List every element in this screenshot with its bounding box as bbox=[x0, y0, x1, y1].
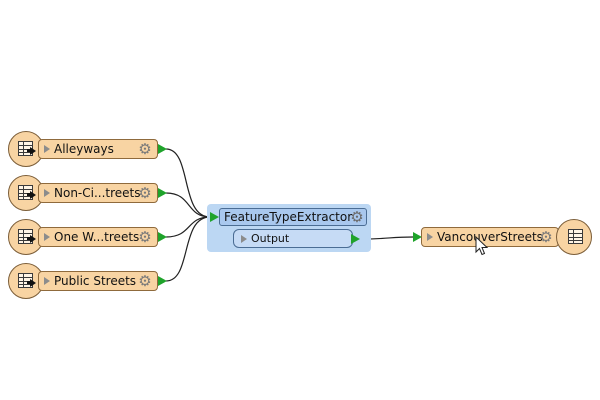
gear-icon[interactable]: ⚙ bbox=[350, 208, 364, 226]
expand-triangle-icon[interactable] bbox=[44, 189, 50, 197]
feature-type-label: Alleyways bbox=[54, 142, 114, 156]
output-port-non-city-streets[interactable] bbox=[158, 188, 167, 198]
connection-one-way-streets[interactable] bbox=[165, 216, 211, 238]
gear-icon[interactable]: ⚙ bbox=[138, 272, 152, 290]
connection-non-city-streets[interactable] bbox=[165, 192, 211, 218]
transformer-name: FeatureTypeExtractor bbox=[224, 210, 353, 224]
gear-icon[interactable]: ⚙ bbox=[539, 228, 553, 246]
mouse-pointer-icon bbox=[475, 236, 489, 256]
transformer-input-port[interactable] bbox=[210, 212, 219, 222]
reader-feature-type-public-streets[interactable]: Public Streets ⚙ bbox=[38, 271, 158, 291]
transformer-output-port[interactable] bbox=[351, 234, 360, 244]
connection-alleyways[interactable] bbox=[165, 148, 211, 218]
expand-triangle-icon[interactable] bbox=[44, 233, 50, 241]
feature-type-label: One W...treets bbox=[54, 230, 140, 244]
expand-triangle-icon[interactable] bbox=[427, 233, 433, 241]
output-port-one-way-streets[interactable] bbox=[158, 232, 167, 242]
feature-type-label: VancouverStreets bbox=[437, 230, 543, 244]
writer-feature-type-vancouverstreets[interactable]: VancouverStreets ⚙ bbox=[421, 227, 559, 247]
writer-input-port[interactable] bbox=[413, 232, 422, 242]
transformer-featuretypeextractor[interactable]: FeatureTypeExtractor ⚙ bbox=[219, 208, 367, 226]
output-port-label: Output bbox=[251, 232, 290, 245]
gear-icon[interactable]: ⚙ bbox=[138, 228, 152, 246]
table-icon bbox=[568, 229, 583, 244]
expand-triangle-icon[interactable] bbox=[241, 234, 247, 243]
reader-feature-type-alleyways[interactable]: Alleyways ⚙ bbox=[38, 139, 158, 159]
output-port-alleyways[interactable] bbox=[158, 144, 167, 154]
output-port-public-streets[interactable] bbox=[158, 276, 167, 286]
expand-triangle-icon[interactable] bbox=[44, 145, 50, 153]
gear-icon[interactable]: ⚙ bbox=[138, 184, 152, 202]
writer-icon-vancouverstreets[interactable] bbox=[556, 219, 592, 255]
reader-feature-type-one-way-streets[interactable]: One W...treets ⚙ bbox=[38, 227, 158, 247]
transformer-output-port-row[interactable]: Output bbox=[233, 229, 353, 248]
connection-public-streets[interactable] bbox=[165, 216, 211, 282]
reader-feature-type-non-city-streets[interactable]: Non-Ci...treets ⚙ bbox=[38, 183, 158, 203]
feature-type-label: Public Streets bbox=[54, 274, 137, 288]
expand-triangle-icon[interactable] bbox=[44, 277, 50, 285]
gear-icon[interactable]: ⚙ bbox=[138, 140, 152, 158]
feature-type-label: Non-Ci...treets bbox=[54, 186, 141, 200]
reader-icon-alleyways[interactable] bbox=[8, 131, 44, 167]
